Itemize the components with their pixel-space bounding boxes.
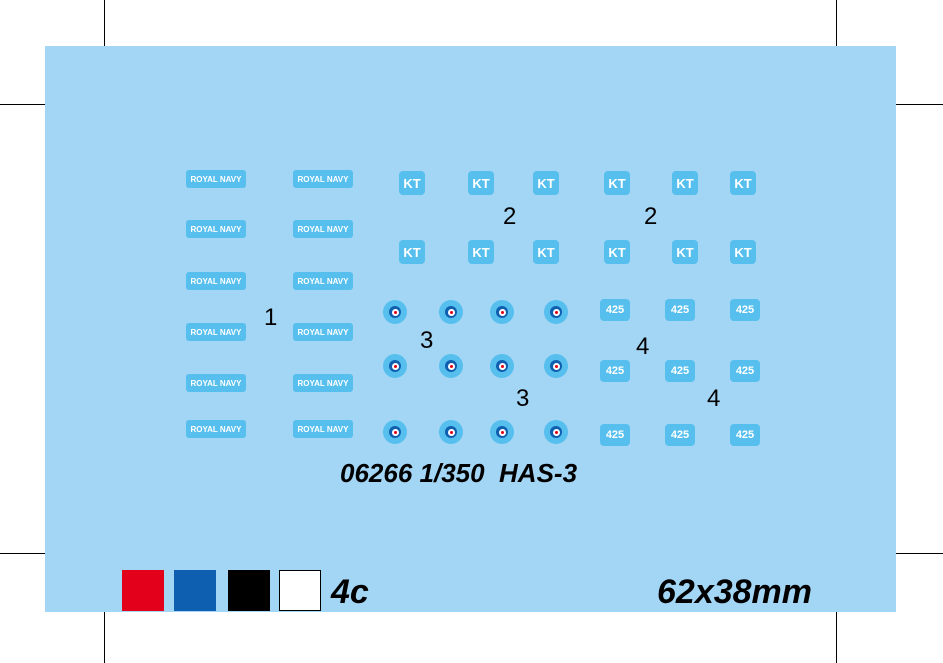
crop-mark	[104, 569, 105, 663]
roundel-decal	[439, 300, 463, 324]
royal-navy-decal: ROYAL NAVY	[293, 170, 353, 188]
squadron-number-decal: 425	[730, 299, 760, 321]
crop-mark	[850, 553, 943, 554]
group-number: 1	[264, 304, 278, 331]
royal-navy-decal: ROYAL NAVY	[293, 420, 353, 438]
decal-sheet	[45, 46, 896, 612]
royal-navy-decal: ROYAL NAVY	[293, 374, 353, 392]
squadron-number-decal: 425	[665, 299, 695, 321]
squadron-number-decal: 425	[665, 424, 695, 446]
roundel-decal	[439, 420, 463, 444]
group-number: 3	[420, 327, 434, 354]
kt-decal: KT	[730, 171, 756, 195]
royal-navy-decal: ROYAL NAVY	[186, 323, 246, 341]
kt-decal: KT	[468, 171, 494, 195]
kt-decal: KT	[533, 240, 559, 264]
kt-decal: KT	[604, 171, 630, 195]
royal-navy-decal: ROYAL NAVY	[293, 220, 353, 238]
kt-decal: KT	[730, 240, 756, 264]
color-swatch-red	[122, 570, 164, 611]
roundel-decal	[383, 300, 407, 324]
kt-decal: KT	[468, 240, 494, 264]
crop-mark	[850, 104, 943, 105]
group-number: 3	[516, 385, 530, 412]
kt-decal: KT	[604, 240, 630, 264]
kt-decal: KT	[672, 240, 698, 264]
kt-decal: KT	[399, 240, 425, 264]
crop-mark	[836, 569, 837, 663]
group-number: 2	[644, 203, 658, 230]
sheet-size: 62x38mm	[657, 573, 813, 611]
squadron-number-decal: 425	[600, 299, 630, 321]
squadron-number-decal: 425	[600, 360, 630, 382]
roundel-decal	[544, 354, 568, 378]
royal-navy-decal: ROYAL NAVY	[186, 420, 246, 438]
squadron-number-decal: 425	[730, 424, 760, 446]
kt-decal: KT	[533, 171, 559, 195]
roundel-decal	[383, 354, 407, 378]
royal-navy-decal: ROYAL NAVY	[186, 170, 246, 188]
squadron-number-decal: 425	[730, 360, 760, 382]
roundel-decal	[490, 354, 514, 378]
roundel-decal	[439, 354, 463, 378]
color-count: 4c	[331, 573, 369, 611]
squadron-number-decal: 425	[600, 424, 630, 446]
group-number: 4	[707, 385, 721, 412]
royal-navy-decal: ROYAL NAVY	[186, 374, 246, 392]
royal-navy-decal: ROYAL NAVY	[186, 272, 246, 290]
squadron-number-decal: 425	[665, 360, 695, 382]
roundel-decal	[544, 420, 568, 444]
roundel-decal	[383, 420, 407, 444]
kt-decal: KT	[672, 171, 698, 195]
group-number: 4	[636, 333, 650, 360]
roundel-decal	[490, 300, 514, 324]
kit-caption: 06266 1/350 HAS-3	[340, 458, 578, 488]
kt-decal: KT	[399, 171, 425, 195]
royal-navy-decal: ROYAL NAVY	[293, 272, 353, 290]
royal-navy-decal: ROYAL NAVY	[293, 323, 353, 341]
group-number: 2	[503, 203, 517, 230]
roundel-decal	[544, 300, 568, 324]
color-swatch-blue	[174, 570, 216, 611]
royal-navy-decal: ROYAL NAVY	[186, 220, 246, 238]
roundel-decal	[490, 420, 514, 444]
color-swatch-black	[228, 570, 270, 611]
color-swatch-white	[279, 570, 321, 611]
